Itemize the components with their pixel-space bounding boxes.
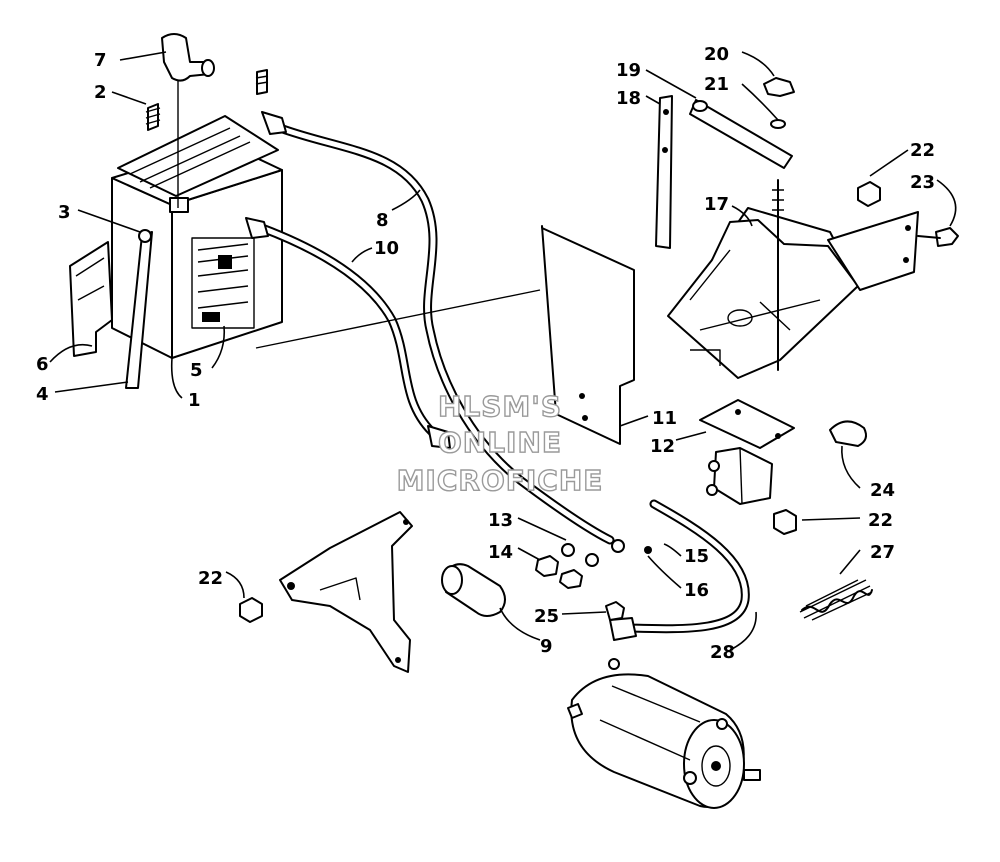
callout-7: 8 (376, 210, 389, 231)
callout-24: 24 (870, 480, 895, 501)
watermark-line-3: MICROFICHE (397, 464, 604, 497)
callout-4: 4 (36, 384, 49, 405)
watermark: HLSM'S ONLINE MICROFICHE (396, 389, 604, 497)
callout-23: 23 (910, 172, 935, 193)
callout-leaders (49, 51, 957, 651)
spring (799, 579, 873, 621)
callout-3: 3 (58, 202, 71, 223)
battery-plate (541, 225, 635, 445)
positive-cable (261, 111, 615, 545)
callout-21: 21 (704, 74, 729, 95)
starter-cable (609, 499, 750, 641)
boot-cover (441, 563, 506, 617)
callout-28: 28 (710, 642, 735, 663)
fasteners (239, 181, 959, 670)
callout-16: 16 (684, 580, 709, 601)
callout-17: 17 (704, 194, 729, 215)
callout-19: 19 (616, 60, 641, 81)
callout-27: 27 (870, 542, 895, 563)
vent-tube (125, 229, 153, 389)
callout-2: 2 (94, 82, 107, 103)
battery-tray (667, 207, 919, 379)
battery-terminal-bolt (145, 69, 269, 213)
callout-9: 9 (540, 636, 553, 657)
assembly-line (255, 289, 541, 349)
callout-12: 12 (650, 436, 675, 457)
callout-11: 11 (652, 408, 677, 429)
callout-labels: 7 2 3 4 5 6 1 8 10 11 12 13 14 15 16 17 … (36, 44, 935, 663)
callout-20: 20 (704, 44, 729, 65)
callout-18: 18 (616, 88, 641, 109)
mounting-bracket (279, 511, 413, 673)
callout-15: 15 (684, 546, 709, 567)
callout-13: 13 (488, 510, 513, 531)
watermark-line-2: ONLINE (438, 426, 562, 459)
clamp-ring (829, 420, 867, 447)
callout-10: 10 (374, 238, 399, 259)
battery-holder (69, 241, 113, 357)
hold-down-strap (655, 77, 795, 371)
callout-22-bracket: 22 (198, 568, 223, 589)
callout-25: 25 (534, 606, 559, 627)
callout-1: 1 (188, 390, 201, 411)
watermark-line-1: HLSM'S (438, 390, 562, 423)
callout-22-tray: 22 (910, 140, 935, 161)
callout-14: 14 (488, 542, 513, 563)
callout-8: 7 (94, 50, 107, 71)
battery (111, 115, 283, 359)
starter-motor (567, 673, 761, 809)
terminal-cover (161, 33, 215, 208)
callout-5: 5 (190, 360, 203, 381)
callout-6: 6 (36, 354, 49, 375)
callout-22-rod: 22 (868, 510, 893, 531)
solenoid (699, 399, 795, 505)
